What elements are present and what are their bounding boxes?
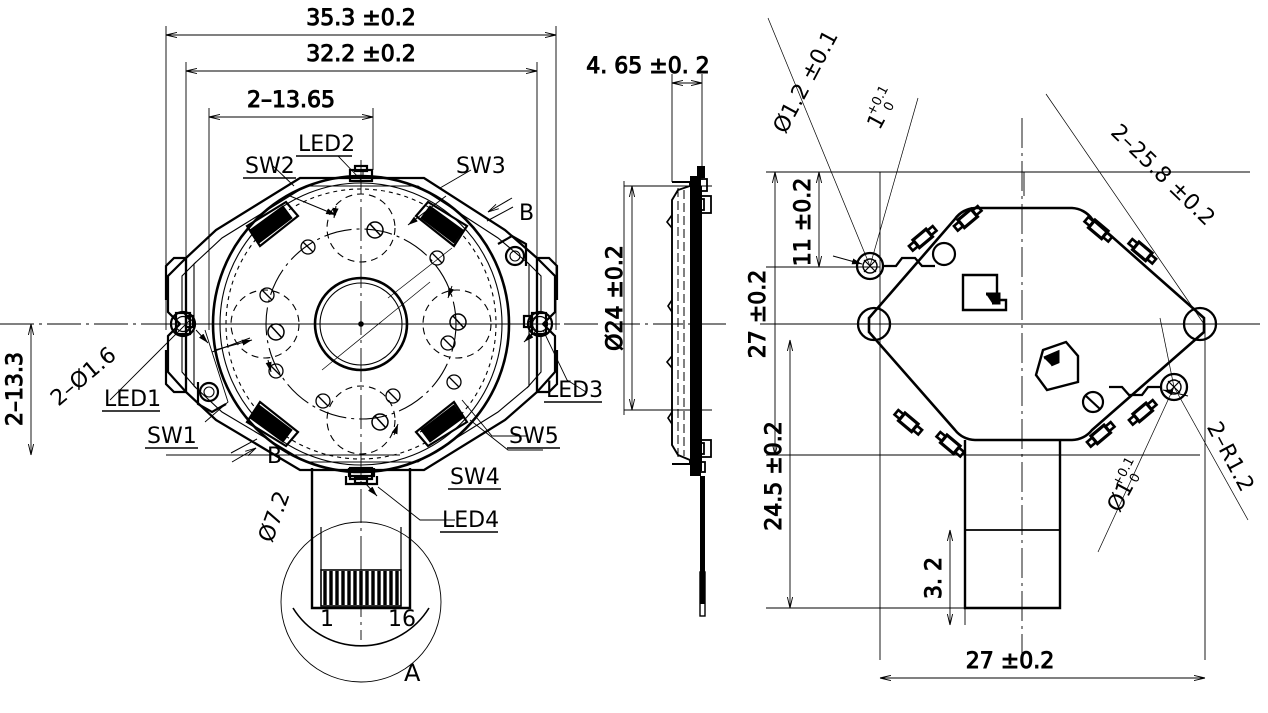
callout-sw3: SW3 bbox=[456, 154, 506, 179]
dim-body-width: 32.2 ±0.2 bbox=[306, 42, 415, 67]
dim-shaft-bore: Ø7.2 bbox=[254, 488, 295, 546]
detail-a-label: A bbox=[404, 659, 421, 687]
dim-body-diameter: Ø24 ±0.2 bbox=[603, 245, 628, 351]
callout-sw5: SW5 bbox=[509, 424, 559, 449]
detail-a-pin-first: 1 bbox=[320, 607, 334, 632]
dim-diagonal-pitch: 2–25.8 ±0.2 bbox=[1105, 120, 1219, 231]
detail-a-pin-last: 16 bbox=[388, 607, 416, 632]
dim-pin-height-upper-tol-up: +0.1 bbox=[864, 83, 892, 118]
callout-led4: LED4 bbox=[442, 508, 499, 533]
callout-section-b-upper: B bbox=[519, 201, 534, 226]
dim-corner-radius: 2–R1.2 bbox=[1201, 418, 1258, 496]
dim-rear-overall-width: 27 ±0.2 bbox=[966, 649, 1054, 674]
dim-rear-body-height: 24.5 ±0.2 bbox=[762, 421, 787, 530]
callout-led2: LED2 bbox=[298, 132, 355, 157]
callout-sw2: SW2 bbox=[245, 154, 295, 179]
dim-rear-overall-height: 27 ±0.2 bbox=[746, 270, 771, 358]
dim-locating-pin-tol-up: +0.1 bbox=[1110, 455, 1138, 490]
callout-sw4: SW4 bbox=[450, 465, 500, 490]
dim-hole-pitch-horizontal: 2–13.65 bbox=[247, 88, 335, 113]
dim-thickness: 4. 65 ±0. 2 bbox=[586, 54, 709, 79]
callout-sw1: SW1 bbox=[147, 424, 197, 449]
dim-step-offset: 3. 2 bbox=[922, 557, 947, 599]
dim-boss-offset: 11 ±0.2 bbox=[791, 178, 816, 266]
dim-pin-height-upper-tol-down: 0 bbox=[881, 100, 898, 114]
callout-led3: LED3 bbox=[546, 378, 603, 403]
dim-pin-diameter: Ø1.2 ±0.1 bbox=[769, 26, 844, 137]
callout-section-b-lower: B bbox=[267, 444, 282, 469]
callout-led1: LED1 bbox=[104, 387, 161, 412]
dim-hole-pitch-vertical: 2–13.3 bbox=[3, 352, 28, 426]
dim-overall-width: 35.3 ±0.2 bbox=[306, 6, 415, 31]
